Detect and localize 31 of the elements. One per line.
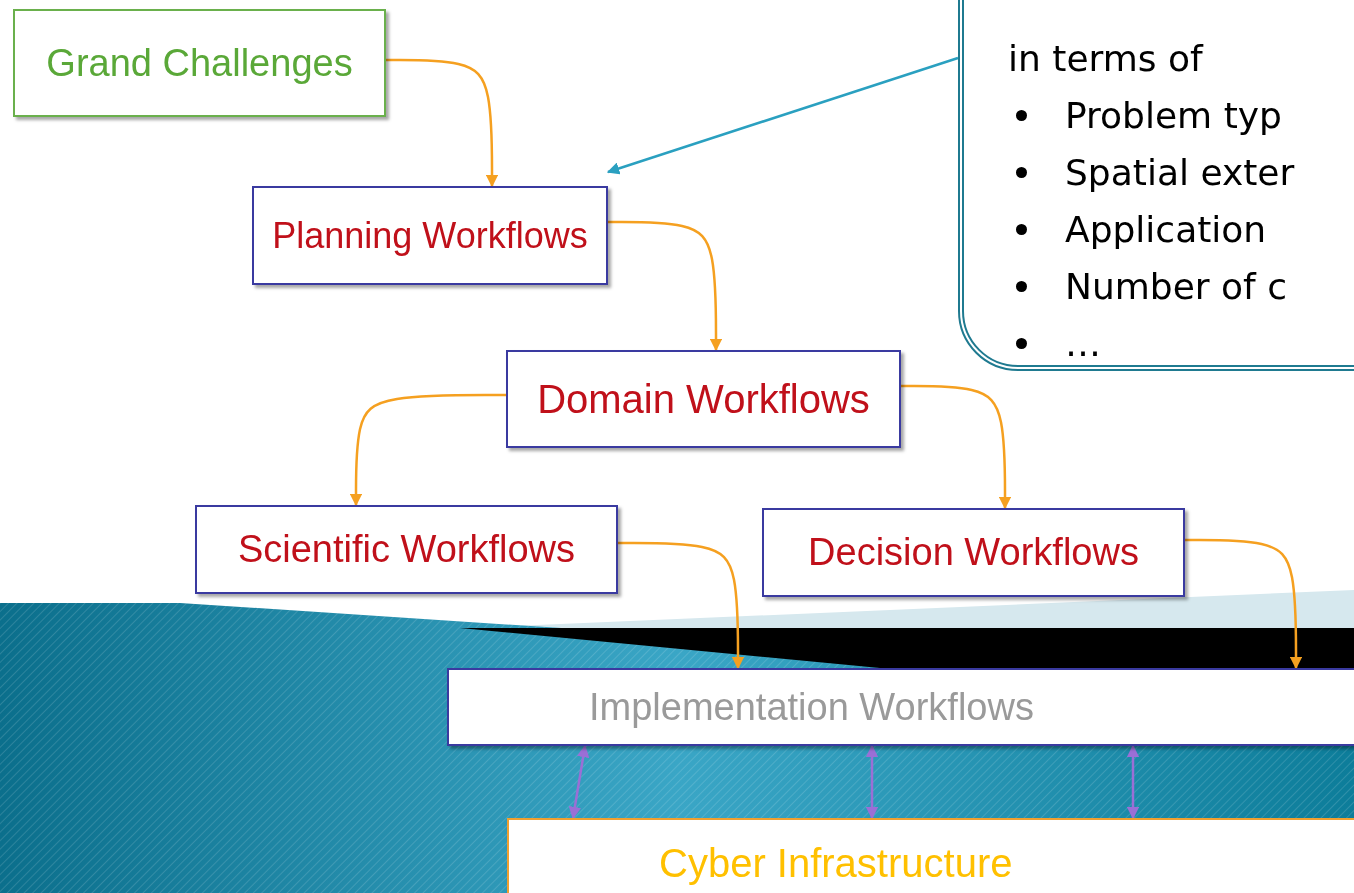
list-item: Number of c [1065,266,1287,307]
arrow [1185,538,1303,670]
node-label: Scientific Workflows [237,528,576,571]
list-item: Spatial exter [1065,152,1295,193]
node-label: Grand Challenges [46,41,353,85]
node-label: Implementation Workflows [589,685,1034,729]
list-item: … [1065,323,1101,364]
process-box [506,350,901,448]
arrow [349,393,506,507]
list-item: Application [1065,209,1267,250]
process-box [252,186,608,285]
arrow [606,56,959,175]
process-box [507,818,1354,893]
arrow [608,220,723,352]
node-label: Domain Workflows [537,376,870,422]
list-item: Problem typ [1065,95,1282,136]
callout-text: in terms of [1008,38,1203,79]
node-label: Cyber Infrastructure [659,840,1013,886]
arrow [901,384,1012,510]
double-arrow [865,744,879,820]
node-label: Decision Workflows [808,531,1139,574]
arrow [618,541,745,670]
callout-box [958,0,1354,371]
process-box [762,508,1185,597]
double-arrow [568,744,590,820]
process-box [195,505,618,594]
arrow [386,58,499,188]
node-label: Planning Workflows [272,214,588,257]
process-box [447,668,1354,746]
double-arrow [1126,744,1140,820]
process-box [13,9,386,117]
